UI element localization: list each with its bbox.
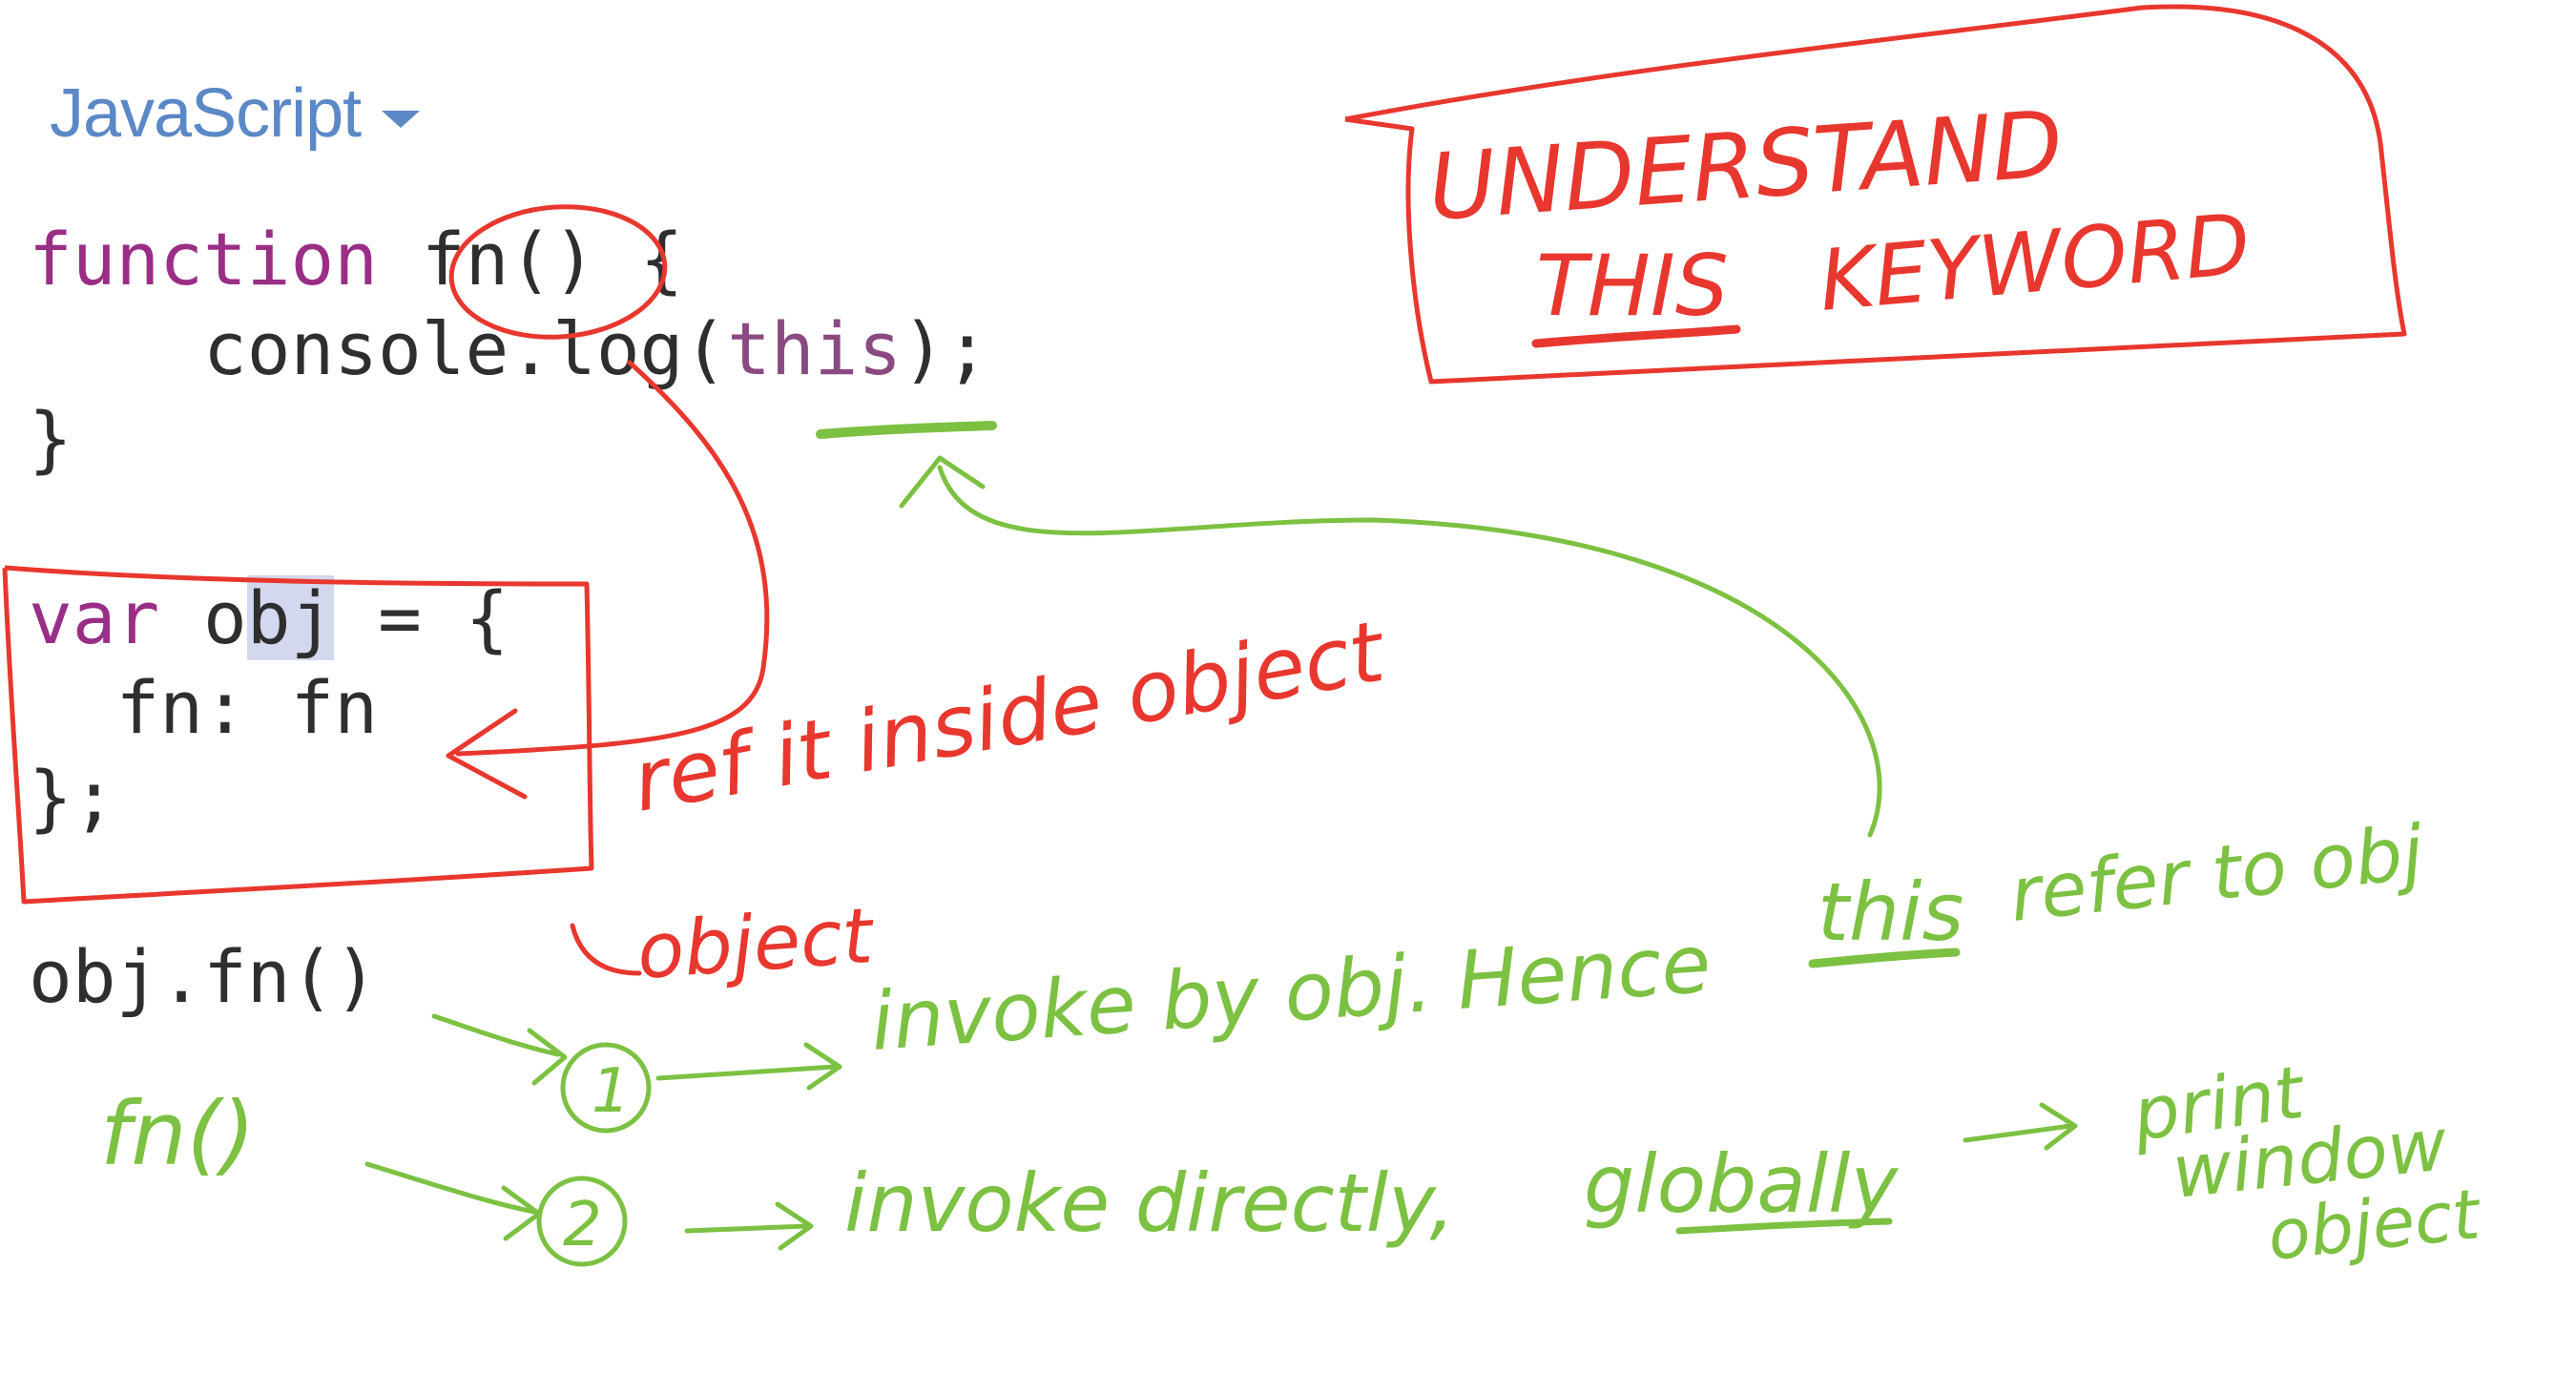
title-box bbox=[1344, 4, 2407, 385]
var-name-start: o bbox=[159, 575, 247, 660]
code-line-6: fn: fn bbox=[29, 665, 379, 750]
step1-tail: refer to obj bbox=[2006, 810, 2428, 939]
code-line-2: console.log(this); bbox=[29, 304, 989, 394]
result-arrow bbox=[1963, 1123, 2073, 1143]
ref-note: ref it inside object bbox=[626, 601, 1394, 830]
arrow-to-step1 bbox=[431, 1013, 561, 1057]
text-selection: bj bbox=[246, 575, 335, 660]
step2-arrow bbox=[684, 1223, 809, 1234]
step2-globally-underline bbox=[1675, 1218, 1893, 1235]
assign-open: = { bbox=[334, 575, 509, 660]
step1-circle bbox=[560, 1042, 652, 1134]
code-line-9: obj.fn() bbox=[29, 934, 379, 1019]
code-line-3: } bbox=[29, 396, 73, 481]
keyword-function: function bbox=[29, 217, 379, 302]
title-this-underline bbox=[1531, 324, 1741, 348]
obj-box bbox=[2, 565, 594, 905]
code-line-7: }; bbox=[29, 755, 116, 840]
this-arrow bbox=[937, 465, 1882, 838]
result-arrow-head bbox=[2039, 1102, 2078, 1151]
arrow-to-step1-head bbox=[527, 1028, 568, 1086]
step1-this-underline bbox=[1808, 947, 1961, 968]
step2-number: 2 bbox=[563, 1190, 602, 1260]
keyword-var: var bbox=[29, 575, 160, 660]
title-this: THIS bbox=[1536, 237, 1729, 335]
step1-arrow-head bbox=[803, 1042, 842, 1091]
this-underline bbox=[816, 421, 997, 439]
step1-number: 1 bbox=[592, 1056, 631, 1127]
object-note: object bbox=[634, 891, 878, 996]
keyword-this: this bbox=[727, 306, 903, 391]
step1-arrow bbox=[655, 1064, 838, 1081]
ref-arrow-head bbox=[446, 708, 528, 800]
step1-this: this bbox=[1818, 865, 1963, 959]
language-selector[interactable]: JavaScript bbox=[50, 74, 421, 153]
step2-circle bbox=[536, 1176, 628, 1267]
caret-down-icon[interactable] bbox=[382, 111, 421, 128]
object-hook bbox=[570, 923, 642, 976]
circle-fn bbox=[448, 204, 668, 340]
this-arrow-head bbox=[899, 455, 986, 509]
ref-arrow bbox=[455, 360, 770, 757]
console-log-call: console.log( bbox=[29, 306, 728, 391]
step1-text: invoke by obj. Hence bbox=[868, 917, 1714, 1069]
call-close: ); bbox=[902, 306, 989, 391]
title-keyword: KEYWORD bbox=[1816, 195, 2254, 330]
code-line-5: var obj = { bbox=[29, 573, 989, 663]
step2-arrow-head bbox=[775, 1201, 814, 1251]
arrow-to-step2 bbox=[364, 1161, 537, 1215]
call-alt: fn() bbox=[100, 1083, 255, 1185]
language-label: JavaScript bbox=[50, 75, 362, 152]
step2-text: invoke directly, bbox=[844, 1156, 1455, 1250]
step2-globally: globally bbox=[1584, 1137, 1900, 1231]
